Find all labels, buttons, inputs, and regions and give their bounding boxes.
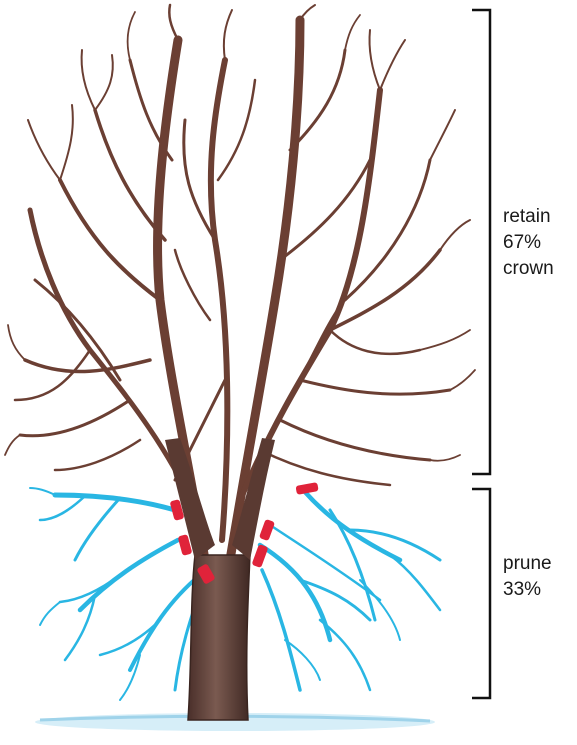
- retain-label-line-2: 67%: [503, 230, 554, 256]
- prune-label-line-1: prune: [503, 551, 552, 577]
- retain-label-line-3: crown: [503, 256, 554, 282]
- prune-label-line-2: 33%: [503, 577, 552, 603]
- retain-label-line-1: retain: [503, 204, 554, 230]
- trunk: [188, 555, 250, 720]
- retained-crown: [5, 5, 475, 560]
- retain-bracket: [472, 10, 490, 474]
- prune-label: prune 33%: [503, 551, 552, 603]
- prune-bracket: [472, 489, 490, 698]
- retain-crown-label: retain 67% crown: [503, 204, 554, 282]
